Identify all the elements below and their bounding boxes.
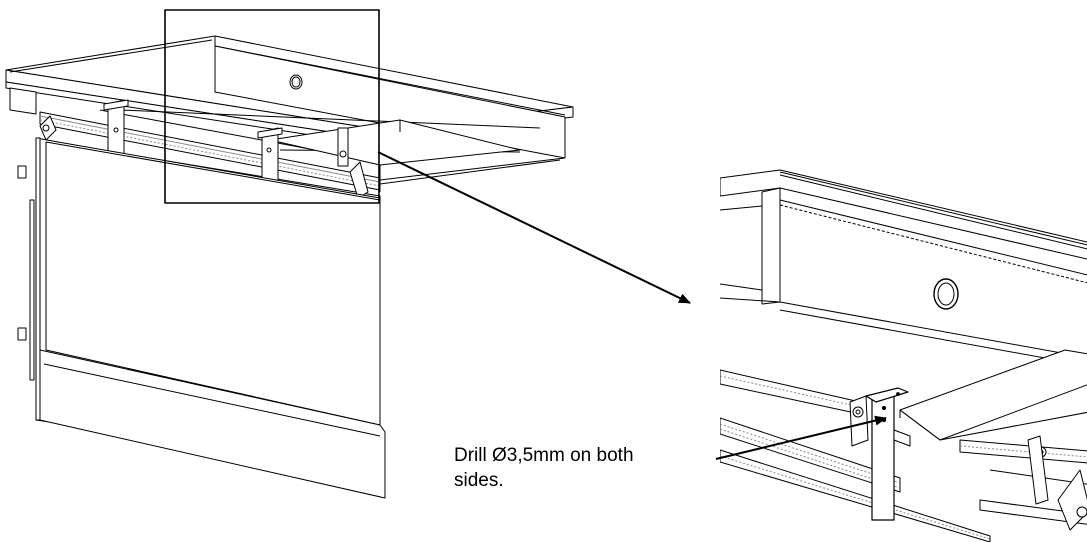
cover-skirt xyxy=(5,45,566,192)
detail-rails xyxy=(720,369,1087,542)
detail-pointer-arrow xyxy=(377,151,691,304)
cover-hole xyxy=(289,74,303,90)
overview-view xyxy=(5,9,691,499)
drill-instruction-line-2: sides. xyxy=(454,470,504,491)
detail-selection-frame xyxy=(164,9,380,204)
detail-hole xyxy=(933,278,959,310)
front-panel xyxy=(17,137,386,499)
detail-bracket xyxy=(865,387,911,521)
detail-screws xyxy=(849,395,1087,531)
drill-leader-line xyxy=(715,415,887,460)
detail-view xyxy=(720,169,1087,542)
detail-cover xyxy=(720,169,1087,367)
mounting-brackets xyxy=(39,99,369,199)
drill-instruction-label: Drill Ø3,5mm on both sides. xyxy=(454,443,724,493)
drill-instruction-line-1: Drill Ø3,5mm on both xyxy=(454,445,634,466)
detail-tray xyxy=(899,349,1087,441)
